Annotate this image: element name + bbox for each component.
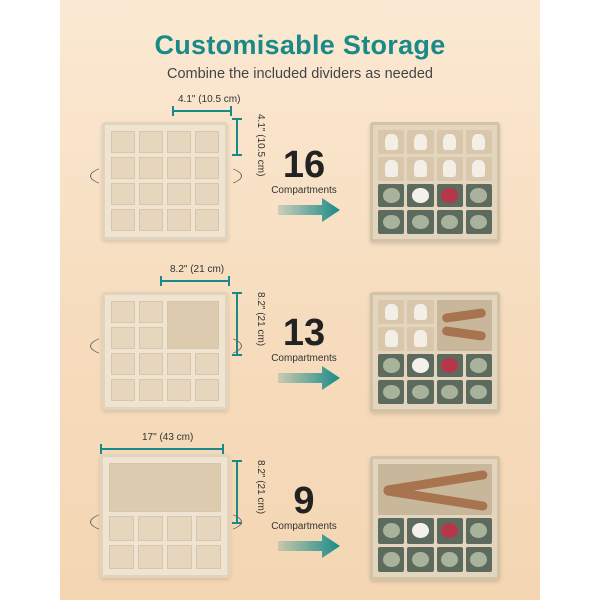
width-label: 17" (43 cm) xyxy=(142,432,194,443)
width-label: 4.1" (10.5 cm) xyxy=(178,94,241,105)
height-dimension-line xyxy=(232,460,242,524)
handle-arc xyxy=(90,160,242,192)
filled-organizer xyxy=(370,122,500,242)
width-label: 8.2" (21 cm) xyxy=(170,264,225,275)
height-dimension-line xyxy=(232,118,242,156)
filled-organizer xyxy=(370,292,500,412)
width-dimension-line xyxy=(100,444,224,454)
config-9: 17" (43 cm) 8.2" (21 cm) 9 Compartments xyxy=(60,430,540,580)
compartment-unit: Compartments xyxy=(271,185,337,196)
handle-arc xyxy=(90,330,242,362)
page-subtitle: Combine the included dividers as needed xyxy=(166,66,433,82)
compartment-count: 9 xyxy=(293,480,315,522)
product-infographic: Customisable Storage Combine the include… xyxy=(60,0,540,600)
width-dimension-line xyxy=(172,106,232,116)
arrow-right-icon xyxy=(278,534,340,558)
compartment-unit: Compartments xyxy=(271,521,337,532)
height-dimension-line xyxy=(232,292,242,356)
width-dimension-line xyxy=(160,276,230,286)
page-title: Customisable Storage xyxy=(154,30,446,60)
compartment-count: 13 xyxy=(282,312,326,354)
filled-organizer xyxy=(370,456,500,580)
config-16: 4.1" (10.5 cm) 4.1" (10.5 cm) 16 Compart… xyxy=(60,92,540,242)
compartment-unit: Compartments xyxy=(271,353,337,364)
handle-arc xyxy=(90,506,242,538)
arrow-right-icon xyxy=(278,198,340,222)
compartment-count: 16 xyxy=(282,144,326,186)
arrow-right-icon xyxy=(278,366,340,390)
config-13: 8.2" (21 cm) 8.2" (21 cm) 13 Compartment… xyxy=(60,262,540,412)
